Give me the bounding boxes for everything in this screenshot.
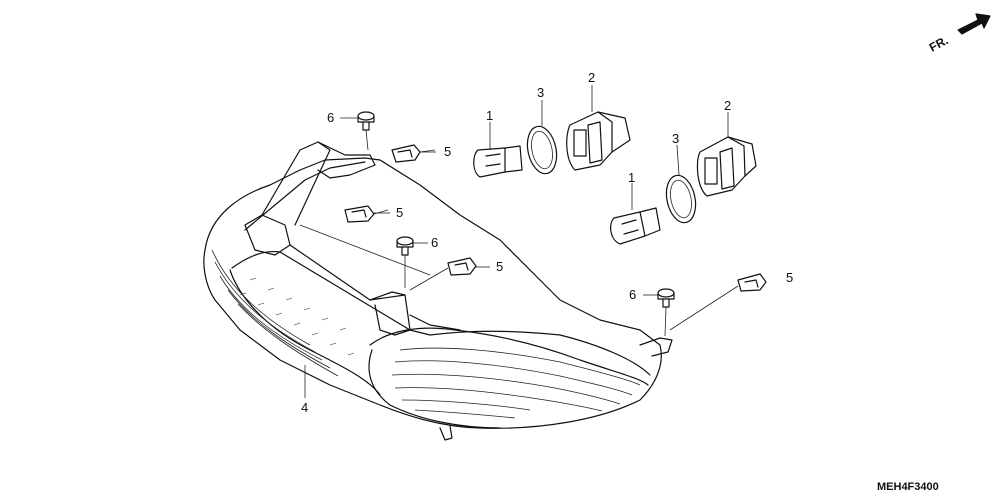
bulb-lower [610,207,661,245]
leader-lines [304,85,729,398]
bulb-upper [473,145,523,178]
gasket-upper [526,125,558,175]
callout-bulb-upper: 1 [486,108,493,123]
front-direction-label: FR. [927,33,951,54]
socket-lower [696,136,757,197]
callout-clip-4: 5 [786,270,793,285]
callout-screw-1: 6 [327,110,334,125]
callout-socket-lower: 2 [724,98,731,113]
callout-socket-upper: 2 [588,70,595,85]
socket-upper [566,111,631,171]
clip-1 [391,144,421,163]
callout-bulb-lower: 1 [628,170,635,185]
clip-2 [344,205,375,223]
callout-clip-2: 5 [396,205,403,220]
callout-clip-1: 5 [444,144,451,159]
drawing-code: MEH4F3400 [877,481,939,493]
callout-clip-3: 5 [496,259,503,274]
assembly-lines [299,129,739,337]
callout-screw-3: 6 [629,287,636,302]
screw-2 [396,236,414,256]
clip-4 [737,273,767,292]
callout-taillight-unit: 4 [301,400,308,415]
screw-1 [357,111,375,131]
clip-3 [447,257,477,276]
front-direction-arrow-icon [957,13,991,35]
callout-gasket-lower: 3 [672,131,679,146]
callout-screw-2: 6 [431,235,438,250]
taillight-unit-drawing [203,141,673,441]
gasket-lower [665,174,697,224]
screw-3 [657,288,675,308]
callout-gasket-upper: 3 [537,85,544,100]
